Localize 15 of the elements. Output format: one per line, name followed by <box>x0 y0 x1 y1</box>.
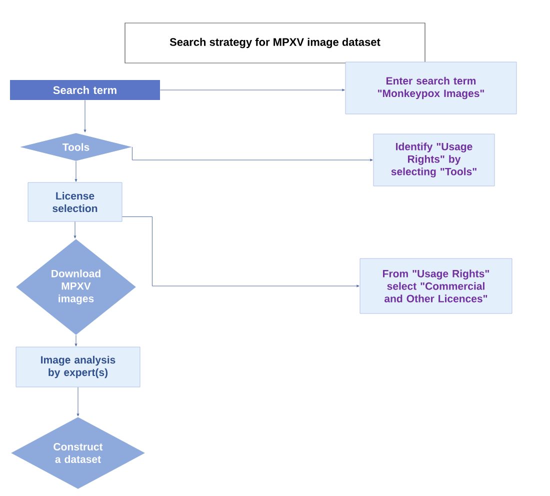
arrow <box>74 160 78 182</box>
process-box: Image analysis by expert(s) <box>16 346 140 388</box>
arrow <box>132 146 373 162</box>
note-box: From "Usage Rights" select "Commercial and Other Licences" <box>360 258 512 314</box>
arrow <box>84 100 86 132</box>
process-box: License selection <box>28 182 122 222</box>
arrow <box>76 386 80 416</box>
arrow <box>122 216 360 288</box>
process-box: Search term <box>10 80 160 100</box>
arrow <box>74 334 78 346</box>
note-box: Enter search term "Monkeypox Images" <box>345 62 517 114</box>
arrow <box>160 88 345 92</box>
arrow <box>74 221 76 238</box>
title-box: Search strategy for MPXV image dataset <box>124 22 426 64</box>
note-box: Identify "Usage Rights" by selecting "Tools" <box>373 134 495 186</box>
